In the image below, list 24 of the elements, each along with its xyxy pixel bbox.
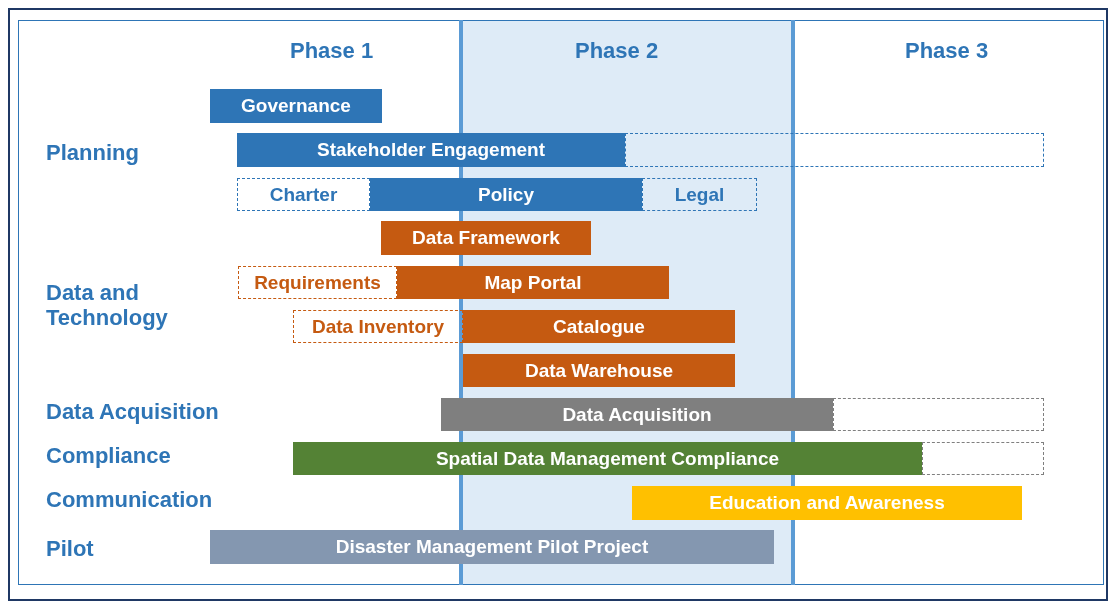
task-bar: Policy — [370, 178, 642, 211]
row-heading: Pilot — [46, 536, 94, 561]
phase-heading: Phase 1 — [290, 38, 374, 63]
task-bar: Data Warehouse — [463, 354, 735, 387]
row-heading: Communication — [46, 487, 213, 512]
row-heading: Compliance — [46, 443, 171, 468]
task-bar: Education and Awareness — [632, 486, 1022, 520]
row-heading: Planning — [46, 140, 139, 165]
row-heading: Data and Technology — [46, 280, 169, 330]
task-bar: Stakeholder Engagement — [237, 133, 625, 167]
dashed-bar — [833, 398, 1044, 431]
task-bar: Catalogue — [463, 310, 735, 343]
phase-heading: Phase 3 — [905, 38, 989, 63]
phase-heading: Phase 2 — [575, 38, 659, 63]
task-bar: Data Framework — [381, 221, 591, 255]
dashed-bar — [625, 133, 1044, 167]
task-bar: Governance — [210, 89, 382, 123]
dashed-bar: Legal — [642, 178, 757, 211]
dashed-bar — [922, 442, 1044, 475]
task-bar: Map Portal — [397, 266, 669, 299]
task-bar: Data Acquisition — [441, 398, 833, 431]
row-heading: Data Acquisition — [46, 399, 219, 424]
task-bar: Spatial Data Management Compliance — [293, 442, 922, 475]
task-bar: Disaster Management Pilot Project — [210, 530, 774, 564]
